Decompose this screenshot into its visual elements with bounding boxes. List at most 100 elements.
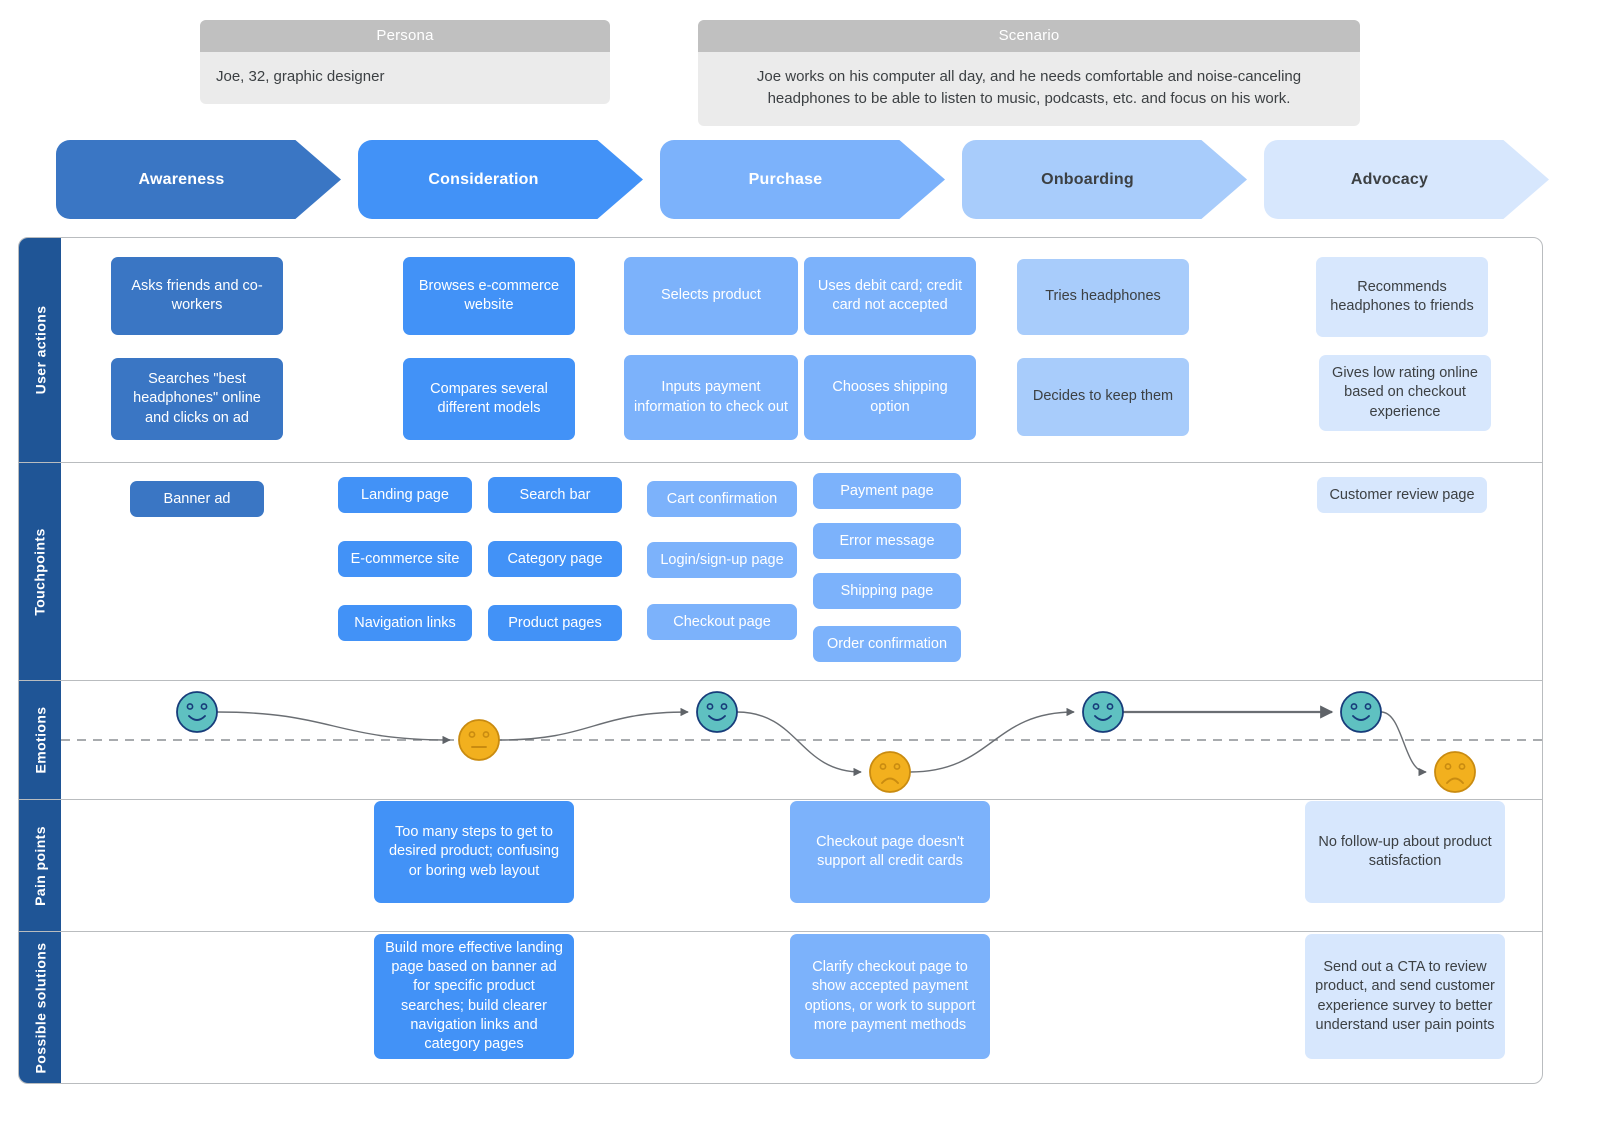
row-label-user-actions-text: User actions [32, 305, 48, 395]
user-action-card-label: Selects product [661, 287, 761, 304]
possible-solution-card[interactable]: Clarify checkout page to show accepted p… [790, 934, 990, 1059]
user-action-card-label: Decides to keep them [1032, 388, 1174, 405]
phase-banner-consideration[interactable]: Consideration [358, 140, 643, 219]
journey-map-grid: User actions Asks friends and co-workers… [18, 237, 1543, 1084]
emotion-face-happy-icon[interactable] [176, 691, 218, 733]
touchpoint-chip[interactable]: Customer review page [1317, 477, 1487, 513]
scenario-card-title: Scenario [698, 20, 1360, 52]
user-action-card[interactable]: Inputs payment information to check out [624, 355, 798, 440]
phase-banner-advocacy[interactable]: Advocacy [1264, 140, 1549, 219]
user-action-card[interactable]: Tries headphones [1017, 259, 1189, 335]
row-body-pain-points: Too many steps to get to desired product… [61, 800, 1542, 931]
user-action-card[interactable]: Compares several different models [403, 358, 575, 440]
user-action-card[interactable]: Asks friends and co-workers [111, 257, 283, 335]
user-action-card[interactable]: Decides to keep them [1017, 358, 1189, 436]
user-action-card-label: Asks friends and co-workers [131, 277, 263, 313]
scenario-card: Scenario Joe works on his computer all d… [698, 20, 1360, 126]
user-action-card[interactable]: Searches "best headphones" online and cl… [111, 358, 283, 440]
touchpoint-chip-label: Shipping page [840, 583, 934, 599]
touchpoint-chip-label: Customer review page [1329, 487, 1475, 503]
touchpoint-chip-label: Error message [839, 533, 935, 549]
touchpoint-chip[interactable]: Order confirmation [813, 626, 961, 662]
possible-solution-card-label: Build more effective landing page based … [385, 940, 563, 1052]
emotion-connector [736, 711, 862, 777]
touchpoint-chip[interactable]: Error message [813, 523, 961, 559]
row-label-emotions-text: Emotions [32, 706, 49, 774]
touchpoint-chip[interactable]: Login/sign-up page [647, 542, 797, 578]
user-action-card-label: Recommends headphones to friends [1330, 278, 1474, 314]
touchpoint-chip[interactable]: E-commerce site [338, 541, 472, 577]
persona-card-title: Persona [200, 20, 610, 52]
phase-banner-purchase[interactable]: Purchase [660, 140, 945, 219]
emotion-face-happy-icon[interactable] [696, 691, 738, 733]
user-action-card-label: Browses e-commerce website [418, 277, 560, 313]
pain-point-card-label: Checkout page doesn't support all credit… [816, 833, 964, 869]
emotion-connector [216, 711, 451, 745]
phase-banner-label: Consideration [428, 170, 539, 188]
row-label-emotions: Emotions [19, 681, 61, 799]
possible-solution-card[interactable]: Send out a CTA to review product, and se… [1305, 934, 1505, 1059]
user-action-card-label: Uses debit card; credit card not accepte… [817, 277, 963, 313]
pain-point-card[interactable]: No follow-up about product satisfaction [1305, 801, 1505, 903]
row-emotions: Emotions [19, 681, 1542, 800]
pain-point-card[interactable]: Checkout page doesn't support all credit… [790, 801, 990, 903]
touchpoint-chip-label: Landing page [361, 487, 449, 503]
persona-card-body: Joe, 32, graphic designer [216, 68, 385, 85]
touchpoint-chip-label: Banner ad [163, 491, 231, 507]
emotion-curve-chart [61, 691, 1542, 793]
touchpoint-chip[interactable]: Shipping page [813, 573, 961, 609]
possible-solution-card[interactable]: Build more effective landing page based … [374, 934, 574, 1059]
user-action-card-label: Compares several different models [430, 380, 548, 416]
user-action-card-label: Inputs payment information to check out [634, 379, 788, 415]
touchpoint-chip[interactable]: Payment page [813, 473, 961, 509]
phase-banner-onboarding[interactable]: Onboarding [962, 140, 1247, 219]
touchpoint-chip[interactable]: Navigation links [338, 605, 472, 641]
touchpoint-chip[interactable]: Product pages [488, 605, 622, 641]
touchpoint-chip[interactable]: Checkout page [647, 604, 797, 640]
pain-point-card-label: Too many steps to get to desired product… [388, 824, 560, 879]
touchpoint-chip[interactable]: Cart confirmation [647, 481, 797, 517]
touchpoint-chip-label: Login/sign-up page [660, 552, 784, 568]
row-possible-solutions: Possible solutions Build more effective … [19, 932, 1542, 1083]
user-action-card-label: Chooses shipping option [832, 379, 948, 415]
phase-banner-awareness[interactable]: Awareness [56, 140, 341, 219]
emotion-face-sad-icon[interactable] [1434, 751, 1476, 793]
emotion-connector [909, 707, 1075, 773]
emotion-face-neutral-icon[interactable] [458, 719, 500, 761]
emotion-connector [498, 707, 689, 741]
touchpoint-chip[interactable]: Category page [488, 541, 622, 577]
touchpoint-chip-label: Product pages [508, 615, 602, 631]
possible-solution-card-label: Send out a CTA to review product, and se… [1315, 959, 1495, 1033]
touchpoint-chip[interactable]: Search bar [488, 477, 622, 513]
touchpoint-chip-label: Cart confirmation [666, 491, 778, 507]
touchpoint-chip[interactable]: Banner ad [130, 481, 264, 517]
user-action-card[interactable]: Chooses shipping option [804, 355, 976, 440]
emotion-face-happy-icon[interactable] [1082, 691, 1124, 733]
row-label-pain-points-text: Pain points [32, 825, 49, 906]
user-action-card[interactable]: Selects product [624, 257, 798, 335]
user-action-card[interactable]: Gives low rating online based on checkou… [1319, 355, 1491, 431]
row-label-possible-solutions: Possible solutions [19, 932, 61, 1083]
user-action-card[interactable]: Recommends headphones to friends [1316, 257, 1488, 337]
persona-card: Persona Joe, 32, graphic designer [200, 20, 610, 104]
user-action-card[interactable]: Uses debit card; credit card not accepte… [804, 257, 976, 335]
user-action-card[interactable]: Browses e-commerce website [403, 257, 575, 335]
row-label-possible-solutions-text: Possible solutions [32, 942, 49, 1073]
touchpoint-chip-label: Category page [507, 551, 603, 567]
touchpoint-chip-label: Navigation links [354, 615, 456, 631]
row-pain-points: Pain points Too many steps to get to des… [19, 800, 1542, 932]
emotion-face-sad-icon[interactable] [869, 751, 911, 793]
header-area: Persona Joe, 32, graphic designer Scenar… [0, 0, 1600, 130]
pain-point-card[interactable]: Too many steps to get to desired product… [374, 801, 574, 903]
user-action-card-label: Searches "best headphones" online and cl… [133, 371, 261, 426]
phase-banner-label: Awareness [138, 170, 225, 188]
touchpoint-chip[interactable]: Landing page [338, 477, 472, 513]
emotion-face-happy-icon[interactable] [1340, 691, 1382, 733]
row-label-touchpoints: Touchpoints [19, 463, 61, 680]
row-label-touchpoints-text: Touchpoints [32, 527, 49, 616]
user-action-card-label: Gives low rating online based on checkou… [1332, 365, 1478, 420]
row-label-pain-points: Pain points [19, 800, 61, 931]
